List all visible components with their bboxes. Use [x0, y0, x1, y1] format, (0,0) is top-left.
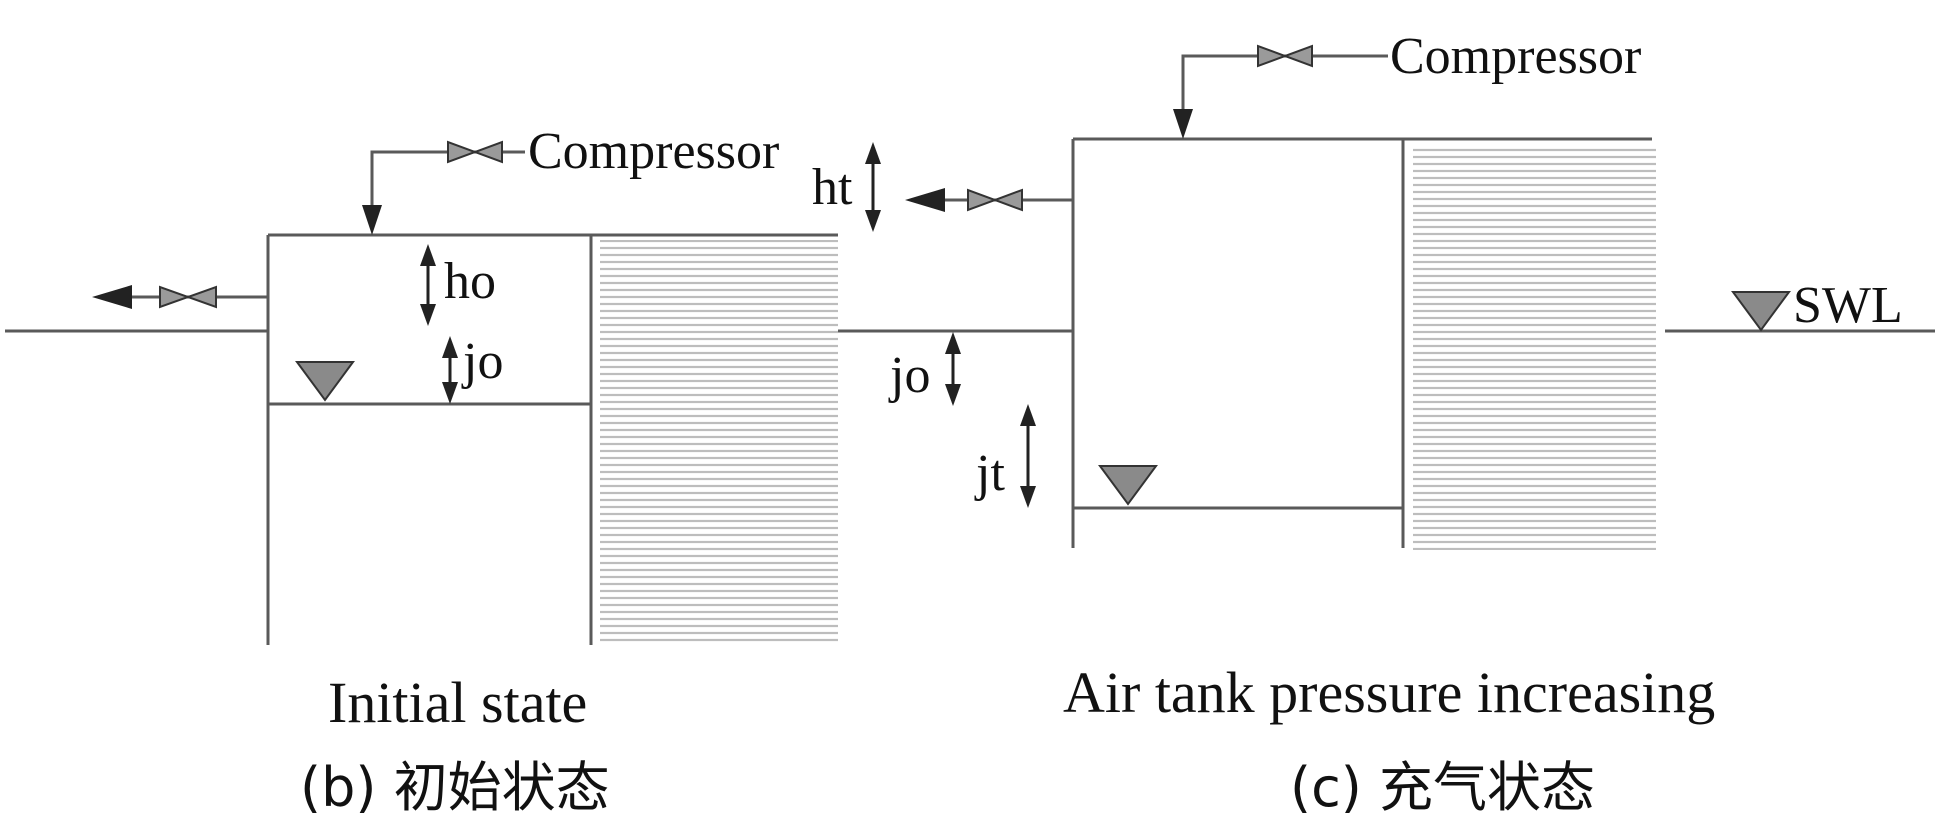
flow-arrow-icon	[905, 188, 945, 212]
air-tank-outline	[266, 233, 838, 645]
valve-icon	[447, 140, 503, 164]
panel-c-air-tank-pressure-increasing: SWL Compressor ht jo jt	[812, 28, 1935, 819]
caption-pressure-increasing-cn: (c) 充气状态	[1290, 756, 1595, 819]
air-tank-outline	[1071, 137, 1652, 548]
water-level-icon	[295, 361, 355, 402]
swl-label: SWL	[1793, 277, 1903, 334]
flow-arrow-icon	[92, 285, 132, 309]
water-level-icon	[1731, 291, 1791, 332]
double-arrow-icon	[945, 332, 961, 406]
water-level-icon	[1098, 465, 1158, 506]
compressor-label: Compressor	[1390, 28, 1641, 85]
jt-label: jt	[974, 445, 1005, 502]
valve-icon	[159, 285, 217, 309]
double-arrow-icon	[442, 336, 458, 404]
jo-label: jo	[461, 333, 503, 390]
double-arrow-icon	[420, 244, 436, 326]
double-arrow-icon	[1020, 404, 1036, 508]
double-arrow-icon	[865, 142, 881, 232]
panel-b-initial-state: Compressor ho jo Initial state (b) 初始状态	[5, 123, 838, 819]
compressor-pipe	[1181, 54, 1388, 126]
caption-initial-state: Initial state	[328, 670, 587, 735]
valve-icon	[1257, 44, 1313, 68]
caption-pressure-increasing: Air tank pressure increasing	[1063, 660, 1715, 725]
valve-icon	[967, 188, 1023, 212]
ho-label: ho	[444, 253, 496, 310]
ht-label: ht	[812, 159, 853, 216]
jo-label: jo	[888, 347, 930, 404]
structure-wall-hatch	[600, 240, 838, 645]
flow-arrow-icon	[362, 205, 382, 235]
compressor-label: Compressor	[528, 123, 779, 180]
flow-arrow-icon	[1173, 109, 1193, 139]
structure-wall-hatch	[1413, 145, 1656, 550]
caption-initial-state-cn: (b) 初始状态	[300, 756, 610, 819]
